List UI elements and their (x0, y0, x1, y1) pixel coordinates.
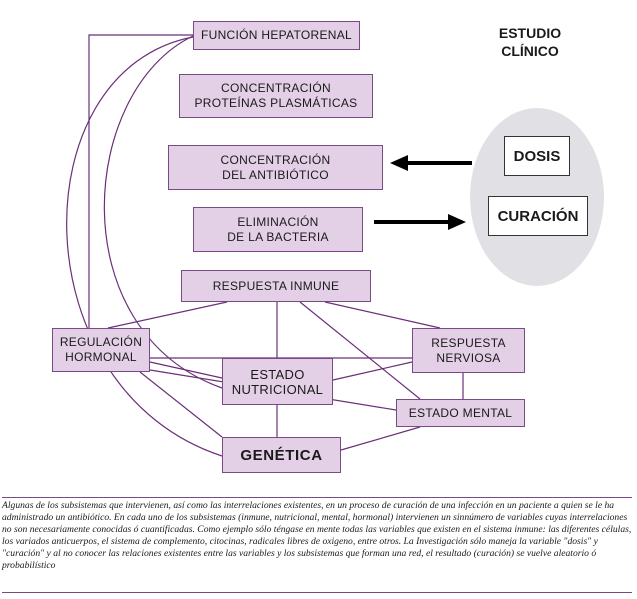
node-funcion-hepatorenal: FUNCIÓN HEPATORENAL (193, 21, 360, 50)
caption-bottom-rule (2, 592, 632, 593)
node-respuesta-nerviosa: RESPUESTA NERVIOSA (412, 328, 525, 373)
node-regulacion-hormonal: REGULACIÓN HORMONAL (52, 328, 150, 372)
node-estado-nutricional: ESTADO NUTRICIONAL (222, 358, 333, 405)
node-estado-mental: ESTADO MENTAL (396, 399, 525, 427)
study-curacion-box: CURACIÓN (488, 196, 588, 236)
arrow-dosis-antibiotico-head (390, 155, 408, 171)
line-inmune-mental (299, 301, 421, 400)
node-eliminacion-bacteria: ELIMINACIÓN DE LA BACTERIA (193, 207, 363, 252)
line-nutricional-nerviosa (332, 361, 413, 381)
figure-caption: Algunas de los subsistemas que intervien… (2, 500, 632, 572)
caption-top-rule (2, 497, 632, 498)
arrow-eliminacion-curacion-head (448, 214, 466, 230)
arrows (374, 155, 472, 230)
study-title: ESTUDIO CLÍNICO (498, 25, 562, 59)
bracket-hepatorenal-regulacion (88, 34, 193, 328)
curve-hepatorenal-genetica (66, 36, 223, 457)
node-concentracion-proteinas: CONCENTRACIÓN PROTEÍNAS PLASMÁTICAS (179, 74, 373, 118)
node-genetica: GENÉTICA (222, 437, 341, 473)
node-respuesta-inmune: RESPUESTA INMUNE (181, 270, 371, 302)
line-regulacion-nutricional (149, 361, 223, 379)
line-inmune-nerviosa (324, 301, 441, 329)
line-regulacion-genetica (139, 371, 223, 438)
curve-hepatorenal-nutricional (103, 35, 223, 389)
line-genetica-mental (340, 426, 421, 451)
line-inmune-regulacion (107, 301, 228, 329)
study-dosis-box: DOSIS (504, 136, 570, 176)
node-concentracion-antibiotico: CONCENTRACIÓN DEL ANTIBIÓTICO (168, 145, 383, 190)
